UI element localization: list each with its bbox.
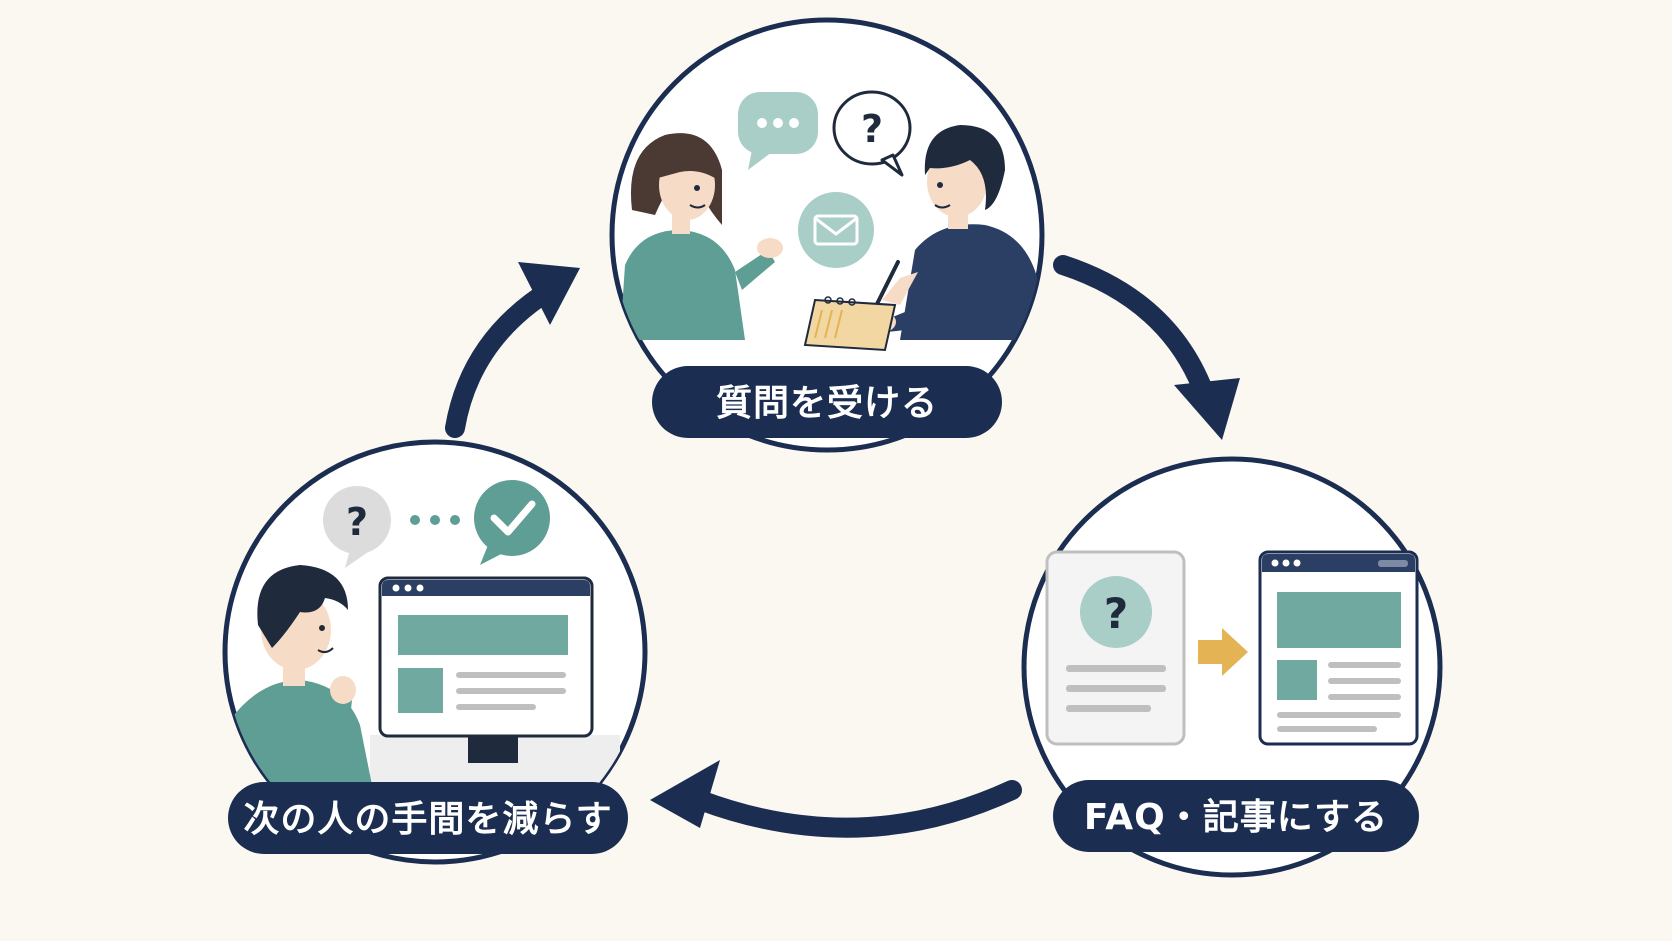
dots-icon bbox=[410, 515, 460, 525]
notebook-icon bbox=[803, 296, 897, 352]
step-reduce-effort: ? 次の人の手間を減らす bbox=[222, 439, 648, 865]
question-document-icon: ? bbox=[1045, 550, 1186, 746]
chat-bubble-icon bbox=[738, 92, 818, 170]
step-label-text: 質問を受ける bbox=[716, 383, 938, 424]
step-make-faq: ? FAQ・記事にする bbox=[1021, 456, 1443, 878]
step-label-text: 次の人の手間を減らす bbox=[243, 799, 612, 840]
monitor-icon bbox=[378, 576, 594, 763]
right-arrow-icon bbox=[1198, 628, 1248, 676]
cycle-arrow-right-to-left bbox=[650, 760, 1022, 838]
cycle-arrow-left-to-top bbox=[445, 262, 580, 438]
step-label-faq: FAQ・記事にする bbox=[1053, 780, 1419, 852]
person-thinking-figure bbox=[225, 565, 375, 800]
mail-icon bbox=[798, 192, 874, 268]
web-page-icon bbox=[1258, 550, 1419, 746]
question-bubble-icon: ? bbox=[323, 486, 391, 568]
svg-text:?: ? bbox=[346, 500, 368, 544]
man-figure bbox=[864, 125, 1042, 340]
svg-text:?: ? bbox=[1104, 589, 1128, 638]
step-receive-questions: ? 質問を受ける bbox=[609, 17, 1045, 453]
step-label-receive: 質問を受ける bbox=[652, 366, 1002, 438]
step-label-text: FAQ・記事にする bbox=[1084, 797, 1388, 838]
step-label-reduce: 次の人の手間を減らす bbox=[228, 782, 628, 854]
woman-figure bbox=[620, 133, 783, 340]
svg-text:?: ? bbox=[861, 107, 883, 151]
cycle-arrow-top-to-right bbox=[1053, 255, 1240, 440]
question-bubble-icon: ? bbox=[832, 90, 912, 177]
check-bubble-icon bbox=[474, 480, 550, 565]
